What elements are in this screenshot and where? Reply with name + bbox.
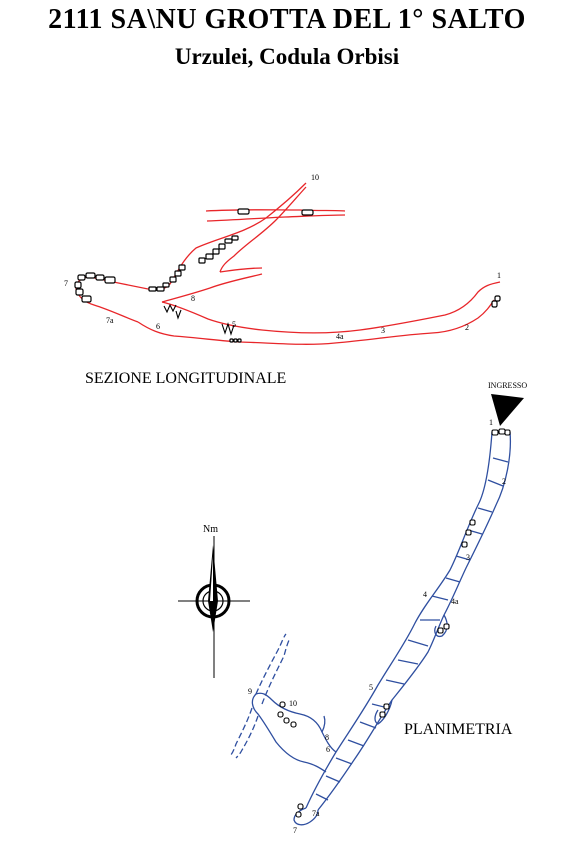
station-label: 3 [381, 326, 385, 335]
plan-view [229, 431, 512, 826]
station-label: 6 [156, 322, 160, 331]
station-label: 7a [312, 809, 320, 818]
station-label: 10 [311, 173, 319, 182]
compass-label: Nm [203, 524, 218, 535]
section-station-labels: 10 1 7 8 7a 6 5 4a 3 2 [64, 173, 501, 341]
station-label: 7a [106, 316, 114, 325]
station-label: 5 [232, 320, 236, 329]
station-label: 8 [325, 733, 329, 742]
section-speleothems [163, 303, 235, 336]
station-label: 9 [248, 687, 252, 696]
station-label: 2 [465, 323, 469, 332]
plan-label: PLANIMETRIA [404, 721, 513, 738]
station-label: 2 [502, 477, 506, 486]
longitudinal-section-label: SEZIONE LONGITUDINALE [85, 370, 287, 387]
page-subtitle: Urzulei, Codula Orbisi [174, 44, 400, 69]
longitudinal-section [75, 182, 501, 345]
station-label: 1 [489, 418, 493, 427]
station-label: 3 [466, 553, 470, 562]
station-label: 1 [497, 271, 501, 280]
station-label: 7 [64, 279, 68, 288]
station-label: 4 [423, 590, 427, 599]
station-label: 6 [326, 745, 330, 754]
plan-station-labels: 1 2 3 4 4a 5 9 10 8 6 7a 7 [248, 418, 506, 835]
section-blocks [74, 208, 501, 343]
station-label: 7 [293, 826, 297, 835]
station-label: 8 [191, 294, 195, 303]
station-label: 10 [289, 699, 297, 708]
entrance-arrow-icon: INGRESSO [488, 381, 527, 426]
page-title: 2111 SA\NU GROTTA DEL 1° SALTO [48, 4, 526, 35]
station-label: 4a [451, 597, 459, 606]
plan-blocks [277, 428, 511, 818]
north-compass-icon: Nm [178, 524, 250, 678]
station-label: 4a [336, 332, 344, 341]
entrance-label: INGRESSO [488, 381, 527, 390]
station-label: 5 [369, 683, 373, 692]
